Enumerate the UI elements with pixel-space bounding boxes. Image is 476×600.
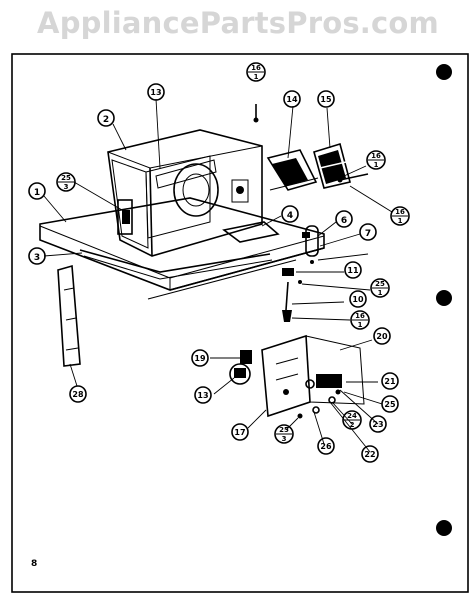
svg-text:25: 25 bbox=[61, 174, 71, 182]
svg-text:1: 1 bbox=[34, 188, 40, 198]
svg-text:25: 25 bbox=[375, 280, 385, 288]
svg-text:1: 1 bbox=[398, 217, 403, 225]
svg-text:25: 25 bbox=[384, 400, 396, 409]
callouts: 1 2 3 4 6 7 10 11 13 13 14 15 16 1 16 1 bbox=[28, 62, 410, 463]
control-panel bbox=[261, 334, 365, 418]
binder-hole-top bbox=[436, 64, 452, 80]
callout-16-1-right-a: 16 1 bbox=[366, 150, 386, 170]
svg-text:6: 6 bbox=[341, 216, 347, 226]
svg-text:1: 1 bbox=[254, 73, 259, 81]
svg-text:19: 19 bbox=[194, 354, 206, 363]
screws-upper bbox=[253, 104, 369, 183]
top-bracket bbox=[266, 149, 319, 191]
page-border bbox=[11, 53, 469, 593]
callout-16-1-mid: 16 1 bbox=[350, 310, 370, 330]
callout-2: 2 bbox=[97, 109, 115, 127]
svg-text:16: 16 bbox=[251, 64, 261, 72]
callout-16-1-top: 16 1 bbox=[246, 62, 266, 82]
callout-25: 25 bbox=[381, 395, 399, 413]
svg-text:28: 28 bbox=[72, 390, 84, 399]
svg-text:11: 11 bbox=[347, 266, 359, 275]
callout-26: 26 bbox=[317, 437, 335, 455]
binder-hole-bottom bbox=[436, 520, 452, 536]
binder-hole-middle bbox=[436, 290, 452, 306]
callout-1: 1 bbox=[28, 182, 46, 200]
side-panel bbox=[57, 264, 81, 367]
capacitor bbox=[302, 225, 319, 264]
svg-text:1: 1 bbox=[358, 321, 363, 329]
svg-text:10: 10 bbox=[352, 295, 364, 304]
callout-13-upper: 13 bbox=[147, 83, 165, 101]
svg-text:13: 13 bbox=[197, 391, 208, 400]
callout-22: 22 bbox=[361, 445, 379, 463]
callout-6: 6 bbox=[335, 210, 353, 228]
svg-text:26: 26 bbox=[320, 442, 332, 451]
bracket bbox=[222, 221, 280, 243]
svg-text:21: 21 bbox=[384, 377, 396, 386]
callout-11: 11 bbox=[344, 261, 362, 279]
callout-24-2: 24 2 bbox=[342, 410, 362, 430]
svg-text:25: 25 bbox=[279, 426, 289, 434]
drip-tray bbox=[79, 249, 273, 280]
svg-text:3: 3 bbox=[34, 253, 40, 263]
switch-module bbox=[313, 142, 351, 189]
svg-text:16: 16 bbox=[395, 208, 405, 216]
callout-3: 3 bbox=[28, 247, 46, 265]
leader-lines bbox=[43, 98, 393, 453]
svg-text:14: 14 bbox=[286, 95, 298, 104]
callout-16-1-right-b: 16 1 bbox=[390, 206, 410, 226]
svg-text:23: 23 bbox=[372, 420, 383, 429]
shaft-rod bbox=[282, 281, 292, 322]
svg-text:3: 3 bbox=[64, 183, 69, 191]
callout-19: 19 bbox=[191, 349, 209, 367]
small-clip bbox=[282, 268, 302, 284]
control-knob bbox=[117, 199, 133, 235]
blower-housing bbox=[107, 129, 263, 257]
callout-13-lower: 13 bbox=[194, 386, 212, 404]
motor-block bbox=[145, 155, 249, 239]
callout-10: 10 bbox=[349, 290, 367, 308]
svg-text:20: 20 bbox=[376, 332, 388, 341]
svg-text:2: 2 bbox=[350, 421, 355, 429]
callout-15: 15 bbox=[317, 90, 335, 108]
callout-25-3-left: 25 3 bbox=[56, 172, 76, 192]
svg-text:4: 4 bbox=[287, 211, 293, 221]
svg-text:7: 7 bbox=[365, 229, 371, 239]
svg-text:16: 16 bbox=[371, 152, 381, 160]
callout-17: 17 bbox=[231, 423, 249, 441]
watermark: AppliancePartsPros.com bbox=[37, 6, 439, 40]
svg-text:16: 16 bbox=[355, 312, 365, 320]
svg-text:1: 1 bbox=[378, 289, 383, 297]
svg-text:24: 24 bbox=[347, 412, 357, 420]
callout-25-3-lower: 25 3 bbox=[274, 424, 294, 444]
svg-text:22: 22 bbox=[364, 450, 375, 459]
callout-23: 23 bbox=[369, 415, 387, 433]
callout-7: 7 bbox=[359, 223, 377, 241]
lower-switch bbox=[229, 350, 252, 385]
svg-text:17: 17 bbox=[234, 428, 245, 437]
callout-25-1: 25 1 bbox=[370, 278, 390, 298]
callout-28: 28 bbox=[69, 385, 87, 403]
callout-21: 21 bbox=[381, 372, 399, 390]
svg-text:1: 1 bbox=[374, 161, 379, 169]
svg-text:2: 2 bbox=[103, 115, 109, 125]
callout-20: 20 bbox=[373, 327, 391, 345]
svg-text:15: 15 bbox=[320, 95, 332, 104]
screws-lower bbox=[297, 389, 341, 419]
svg-text:3: 3 bbox=[282, 435, 287, 443]
page-number: 8 bbox=[31, 559, 38, 569]
callout-14: 14 bbox=[283, 90, 301, 108]
svg-text:13: 13 bbox=[150, 88, 161, 97]
callout-4: 4 bbox=[281, 205, 299, 223]
